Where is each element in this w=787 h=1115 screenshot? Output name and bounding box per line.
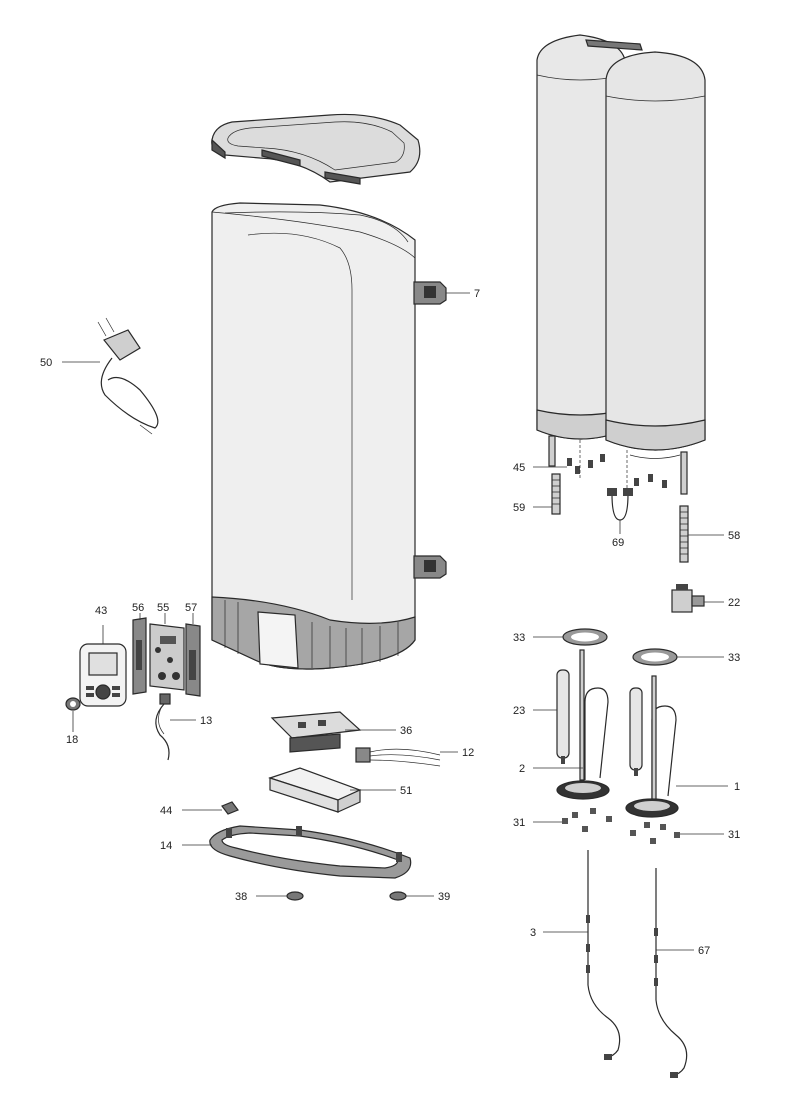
label-18: 18 [66,734,78,746]
label-12: 12 [462,747,474,759]
label-31-right: 31 [728,829,740,841]
frame-57 [185,623,201,697]
label-43: 43 [95,605,107,617]
label-23: 23 [513,705,525,717]
nuts-31-left [562,808,612,832]
label-38: 38 [235,891,247,903]
tank-rear [536,34,626,440]
connector-69 [607,488,633,521]
label-7: 7 [474,288,480,300]
main-body-shell [211,202,416,670]
gasket-33-right [632,648,678,666]
wiring-13 [155,693,171,761]
label-33-left: 33 [513,632,525,644]
label-13: 13 [200,715,212,727]
part-labels: 7 50 43 56 55 57 18 13 36 12 51 44 14 38… [40,288,740,957]
leader-lines [62,292,728,951]
label-3: 3 [530,927,536,939]
tank-link-strap [585,39,643,51]
anode-23-left [556,669,570,764]
screws-45 [567,440,667,490]
wall-bracket-lower [413,555,447,579]
pcb-55 [149,623,185,691]
heating-element-1 [625,675,679,818]
label-45: 45 [513,462,525,474]
wall-bracket-upper [413,281,447,305]
label-55: 55 [157,602,169,614]
connector-12 [355,747,441,767]
cover-tray [268,767,362,813]
display-panel [79,643,127,707]
label-57: 57 [185,602,197,614]
pipe-59 [551,473,561,515]
frame-56 [132,617,147,695]
label-44: 44 [160,805,172,817]
nuts-31-right [630,822,680,844]
heating-element-2 [556,649,610,800]
electronic-board [270,711,362,753]
label-2: 2 [519,763,525,775]
label-56: 56 [132,602,144,614]
label-39: 39 [438,891,450,903]
gasket-33-left [562,628,608,646]
tank-front [605,51,706,459]
label-50: 50 [40,357,52,369]
label-58: 58 [728,530,740,542]
sensor-3 [586,850,621,1060]
foot-38 [286,891,304,901]
label-36: 36 [400,725,412,737]
top-cover [211,113,421,185]
bottom-frame [209,825,412,879]
clip-44 [221,801,239,815]
label-14: 14 [160,840,172,852]
valve-22 [671,584,705,613]
knob-18 [65,697,81,711]
hose-58 [679,505,689,563]
label-59: 59 [513,502,525,514]
label-1: 1 [734,781,740,793]
label-22: 22 [728,597,740,609]
label-67: 67 [698,945,710,957]
foot-39 [389,891,407,901]
sensor-67 [654,868,688,1078]
anode-23-right [629,687,643,776]
label-31-left: 31 [513,817,525,829]
label-51: 51 [400,785,412,797]
power-cord [97,317,159,435]
label-33-right: 33 [728,652,740,664]
label-69: 69 [612,537,624,549]
